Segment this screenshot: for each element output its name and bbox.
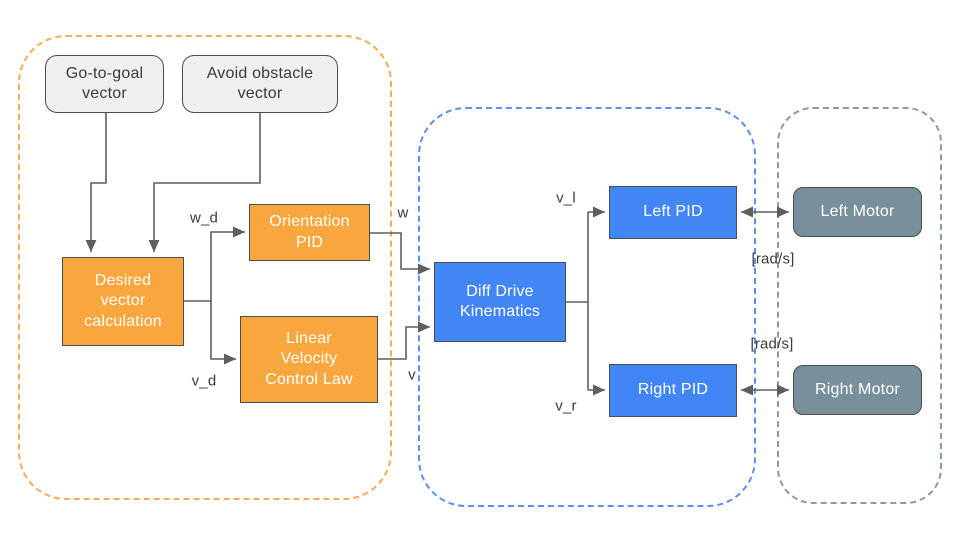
node-label: Diff Drive Kinematics <box>459 282 541 320</box>
node-orientation-pid: Orientation PID <box>249 204 370 261</box>
node-label: Linear Velocity Control Law <box>265 330 353 388</box>
node-label: Avoid obstacle vector <box>206 64 314 102</box>
node-label: Desired vector calculation <box>84 272 162 330</box>
node-go-to-goal-vector: Go-to-goal vector <box>45 55 164 113</box>
edge-label-v: v <box>408 366 416 384</box>
node-label: Right PID <box>637 381 709 399</box>
edge-label-v-r: v_r <box>555 397 577 415</box>
motors-group <box>777 107 942 504</box>
node-label: Orientation PID <box>269 213 350 251</box>
edge-label-w: w <box>397 204 409 222</box>
edge-label-v-d: v_d <box>191 372 217 390</box>
edge-label-rad-s-bottom: [rad/s] <box>750 335 794 353</box>
node-avoid-obstacle-vector: Avoid obstacle vector <box>182 55 338 113</box>
node-label: Left Motor <box>820 202 895 220</box>
node-diff-drive-kinematics: Diff Drive Kinematics <box>434 262 566 342</box>
node-label: Left PID <box>643 203 703 221</box>
node-right-pid: Right PID <box>609 364 737 417</box>
edge-label-v-l: v_l <box>556 189 576 207</box>
node-label: Go-to-goal vector <box>65 64 144 102</box>
edge-label-rad-s-top: [rad/s] <box>751 250 795 268</box>
node-right-motor: Right Motor <box>793 365 922 415</box>
node-left-motor: Left Motor <box>793 187 922 237</box>
edge-label-w-d: w_d <box>189 209 219 227</box>
node-linear-velocity-control-law: Linear Velocity Control Law <box>240 316 378 403</box>
node-desired-vector-calculation: Desired vector calculation <box>62 257 184 346</box>
node-label: Right Motor <box>815 380 900 398</box>
node-left-pid: Left PID <box>609 186 737 239</box>
kinematics-pid-group <box>418 107 756 507</box>
